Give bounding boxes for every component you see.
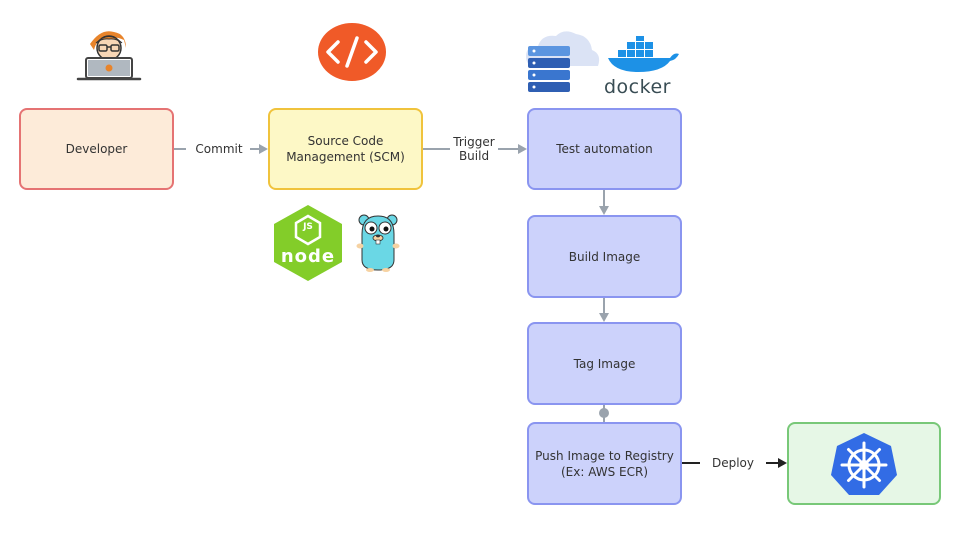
arrowhead-deploy bbox=[778, 458, 787, 468]
docker-wordmark: docker bbox=[604, 76, 671, 98]
scm-node: Source Code Management (SCM) bbox=[268, 108, 423, 190]
edge-label-deploy: Deploy bbox=[702, 456, 764, 470]
kubernetes-helm-icon bbox=[831, 432, 897, 495]
build-image-node: Build Image bbox=[527, 215, 682, 298]
push-image-label-line1: Push Image to Registry bbox=[535, 448, 674, 463]
nodejs-icon bbox=[274, 205, 342, 281]
tag-image-node: Tag Image bbox=[527, 322, 682, 405]
arrowhead-test-build bbox=[599, 206, 609, 215]
cloud-server-icon bbox=[526, 31, 600, 92]
developer-laptop-icon bbox=[76, 31, 142, 81]
build-image-label: Build Image bbox=[568, 249, 641, 264]
test-automation-node: Test automation bbox=[527, 108, 682, 190]
push-image-node: Push Image to Registry (Ex: AWS ECR) bbox=[527, 422, 682, 505]
arrowhead-trigger bbox=[518, 144, 527, 154]
edge-label-trigger-build: Trigger Build bbox=[450, 135, 498, 163]
go-gopher-icon bbox=[356, 214, 400, 272]
tag-image-label: Tag Image bbox=[573, 356, 636, 371]
arrowhead-build-tag bbox=[599, 313, 609, 322]
edge-label-trigger-line2: Build bbox=[458, 149, 490, 163]
marker-tag-push bbox=[599, 408, 609, 418]
developer-node: Developer bbox=[19, 108, 174, 190]
edge-label-trigger-line1: Trigger bbox=[453, 135, 495, 149]
test-automation-label: Test automation bbox=[556, 142, 653, 156]
docker-whale-icon bbox=[608, 36, 679, 72]
nodejs-wordmark: node bbox=[280, 246, 336, 267]
code-tag-icon bbox=[318, 23, 386, 81]
nodejs-logo: JS node bbox=[272, 204, 344, 282]
scm-label-line1: Source Code bbox=[307, 134, 384, 148]
kubernetes-node bbox=[787, 422, 941, 505]
docker-logo: docker bbox=[604, 36, 680, 98]
arrowhead-commit bbox=[259, 144, 268, 154]
nodejs-js-label: JS bbox=[303, 222, 313, 232]
edge-label-commit: Commit bbox=[188, 142, 250, 156]
push-image-label-line2: (Ex: AWS ECR) bbox=[560, 464, 649, 479]
developer-label: Developer bbox=[65, 142, 128, 156]
scm-label-line2: Management (SCM) bbox=[286, 150, 405, 164]
